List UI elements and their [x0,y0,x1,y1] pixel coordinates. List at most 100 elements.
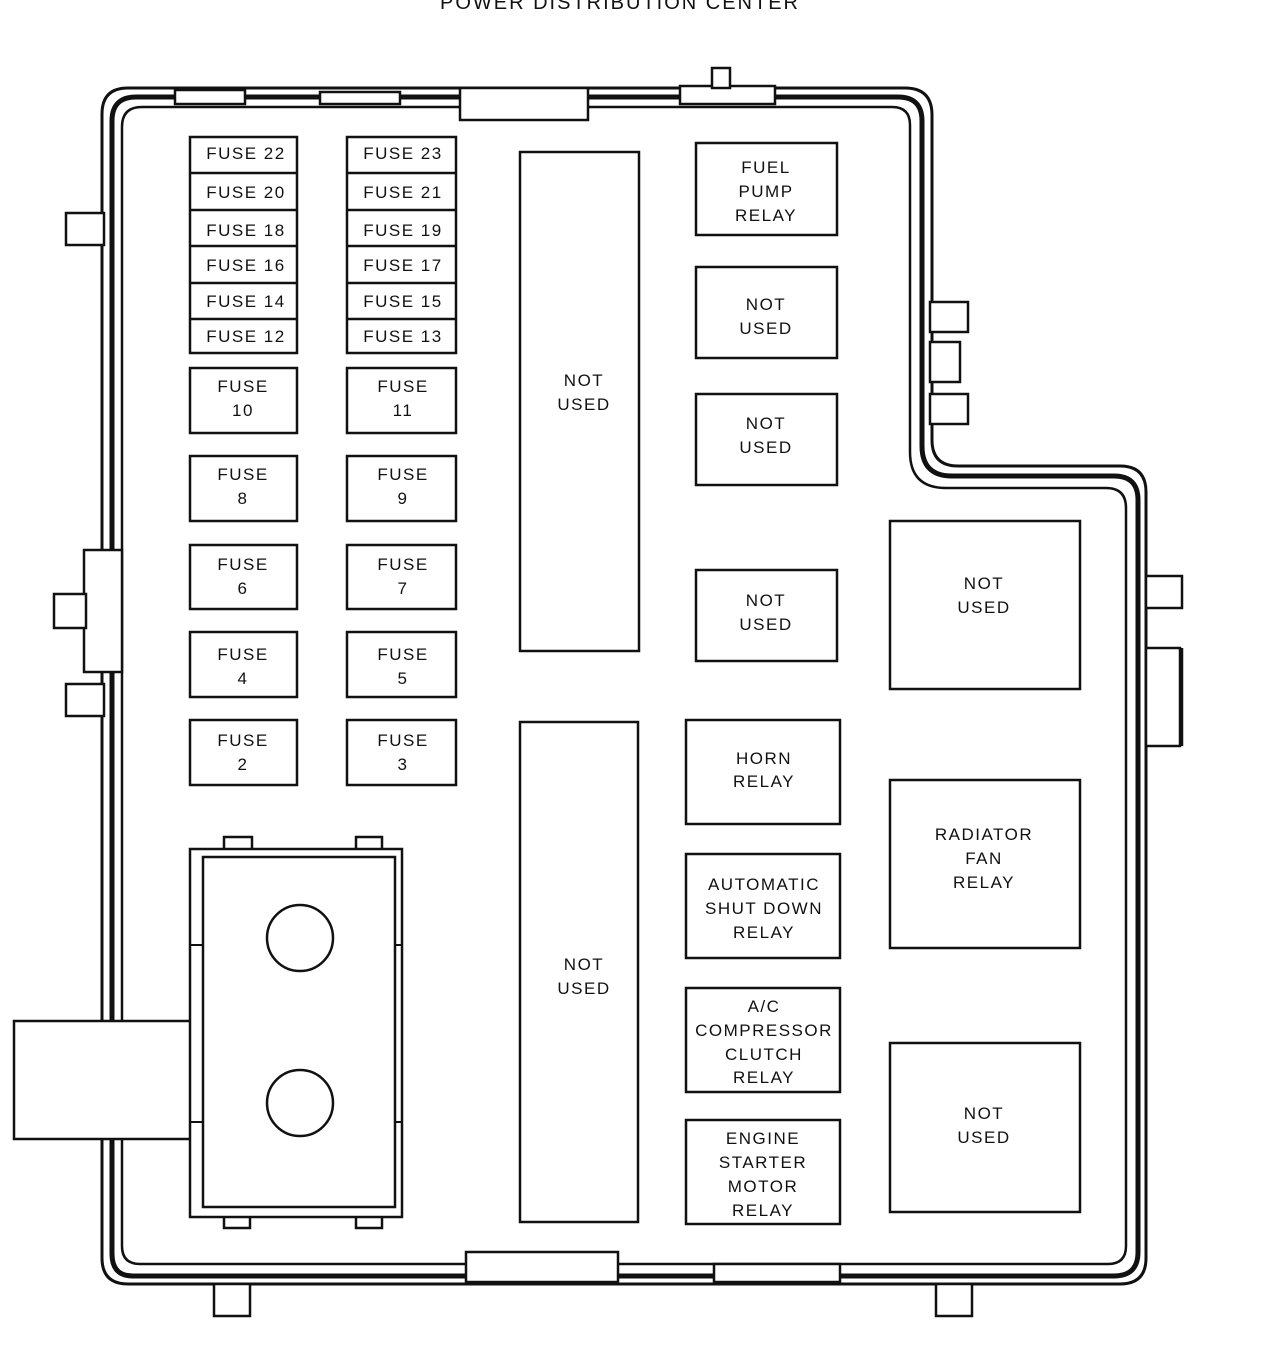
fuse-4-number: 4 [238,669,249,688]
svg-text:USED: USED [957,598,1010,617]
fuse-9: FUSE 9 [345,454,458,523]
fuse-6-number: 6 [238,579,249,598]
fuse-5-word: FUSE [377,645,428,664]
fuse-13-label: FUSE 13 [363,327,442,346]
fuse-15-label: FUSE 15 [363,292,442,311]
svg-text:NOT: NOT [964,574,1004,593]
svg-text:USED: USED [557,395,610,414]
svg-text:NOT: NOT [564,371,604,390]
horn-relay: HORN RELAY [684,718,842,826]
top-edge-tabs [173,66,777,122]
connector-block [12,835,404,1230]
small-fuse-column-right: FUSE 23 FUSE 21 FUSE 19 FUSE 17 FUSE 15 … [345,135,458,355]
svg-text:USED: USED [739,615,792,634]
svg-text:RELAY: RELAY [733,923,795,942]
svg-text:NOT: NOT [746,591,786,610]
fuse-6: FUSE 6 [188,543,299,611]
svg-text:USED: USED [957,1128,1010,1147]
svg-text:COMPRESSOR: COMPRESSOR [695,1021,833,1040]
svg-text:A/C: A/C [748,997,781,1016]
ac-compressor-clutch-relay: A/C COMPRESSOR CLUTCH RELAY [684,986,842,1094]
svg-text:RELAY: RELAY [953,873,1015,892]
not-used-relay-right-lower: NOT USED [888,1041,1082,1214]
fuse-7-number: 7 [398,579,409,598]
fuse-4-word: FUSE [217,645,268,664]
svg-text:RADIATOR: RADIATOR [935,825,1033,844]
housing-outline-thick [109,94,1141,1279]
svg-text:USED: USED [557,979,610,998]
not-used-block-upper: NOT USED [518,150,641,653]
svg-text:FAN: FAN [965,849,1003,868]
fuse-10: FUSE 10 [188,366,299,435]
fuse-9-word: FUSE [377,465,428,484]
svg-text:STARTER: STARTER [719,1153,807,1172]
stud-terminal-upper [265,903,335,973]
fuse-7-word: FUSE [377,555,428,574]
not-used-block-lower: NOT USED [518,720,640,1224]
svg-text:AUTOMATIC: AUTOMATIC [708,875,820,894]
fuse-14-label: FUSE 14 [206,292,285,311]
not-used-relay-3: NOT USED [694,568,839,663]
fuel-pump-relay: FUEL PUMP RELAY [694,141,839,237]
fuse-5: FUSE 5 [345,630,458,699]
svg-text:RELAY: RELAY [735,206,797,225]
fuse-8-word: FUSE [217,465,268,484]
right-edge-tabs [928,300,1184,748]
svg-text:NOT: NOT [964,1104,1004,1123]
fuse-10-word: FUSE [217,377,268,396]
fuse-19-label: FUSE 19 [363,221,442,240]
fuse-7: FUSE 7 [345,543,458,611]
diagram-title: POWER DISTRIBUTION CENTER [439,0,800,14]
not-used-relay-1: NOT USED [694,265,839,360]
radiator-fan-relay: RADIATOR FAN RELAY [888,778,1082,950]
fuse-12-label: FUSE 12 [206,327,285,346]
automatic-shut-down-relay: AUTOMATIC SHUT DOWN RELAY [684,852,842,960]
housing-inner-outline [120,105,1128,1266]
not-used-relay-2: NOT USED [694,392,839,487]
fuse-8-number: 8 [238,489,249,508]
fuse-3-word: FUSE [377,731,428,750]
fuse-20-label: FUSE 20 [206,183,285,202]
svg-text:SHUT DOWN: SHUT DOWN [705,899,823,918]
left-edge-tabs [52,211,124,718]
stud-terminal-lower [265,1068,335,1138]
small-fuse-column-left: FUSE 22 FUSE 20 FUSE 18 FUSE 16 FUSE 14 … [188,135,299,355]
fuse-4: FUSE 4 [188,630,299,699]
fuse-11: FUSE 11 [345,366,458,435]
fuse-18-label: FUSE 18 [206,221,285,240]
svg-text:USED: USED [739,438,792,457]
housing-outer-outline [100,86,1148,1286]
engine-starter-motor-relay: ENGINE STARTER MOTOR RELAY [684,1118,842,1226]
svg-text:PUMP: PUMP [738,182,793,201]
fuse-6-word: FUSE [217,555,268,574]
fuse-9-number: 9 [398,489,409,508]
fuse-3: FUSE 3 [345,718,458,787]
fuse-11-word: FUSE [377,377,428,396]
svg-text:RELAY: RELAY [733,772,795,791]
svg-text:USED: USED [739,319,792,338]
svg-text:NOT: NOT [746,414,786,433]
fuse-8: FUSE 8 [188,454,299,523]
fuse-2-number: 2 [238,755,249,774]
fuse-21-label: FUSE 21 [363,183,442,202]
not-used-relay-right-upper: NOT USED [888,519,1082,691]
svg-text:HORN: HORN [736,749,792,768]
svg-text:CLUTCH: CLUTCH [725,1045,803,1064]
svg-text:NOT: NOT [746,295,786,314]
fuse-2: FUSE 2 [188,718,299,787]
fuse-10-number: 10 [232,401,254,420]
fuse-5-number: 5 [398,669,409,688]
svg-text:MOTOR: MOTOR [728,1177,798,1196]
fuse-22-label: FUSE 22 [206,144,285,163]
fuse-17-label: FUSE 17 [363,256,442,275]
bottom-edge-tabs [212,1250,974,1318]
svg-text:ENGINE: ENGINE [726,1129,800,1148]
fuse-2-word: FUSE [217,731,268,750]
svg-text:FUEL: FUEL [741,158,790,177]
fuse-23-label: FUSE 23 [363,144,442,163]
svg-text:RELAY: RELAY [732,1201,794,1220]
svg-text:NOT: NOT [564,955,604,974]
fuse-16-label: FUSE 16 [206,256,285,275]
